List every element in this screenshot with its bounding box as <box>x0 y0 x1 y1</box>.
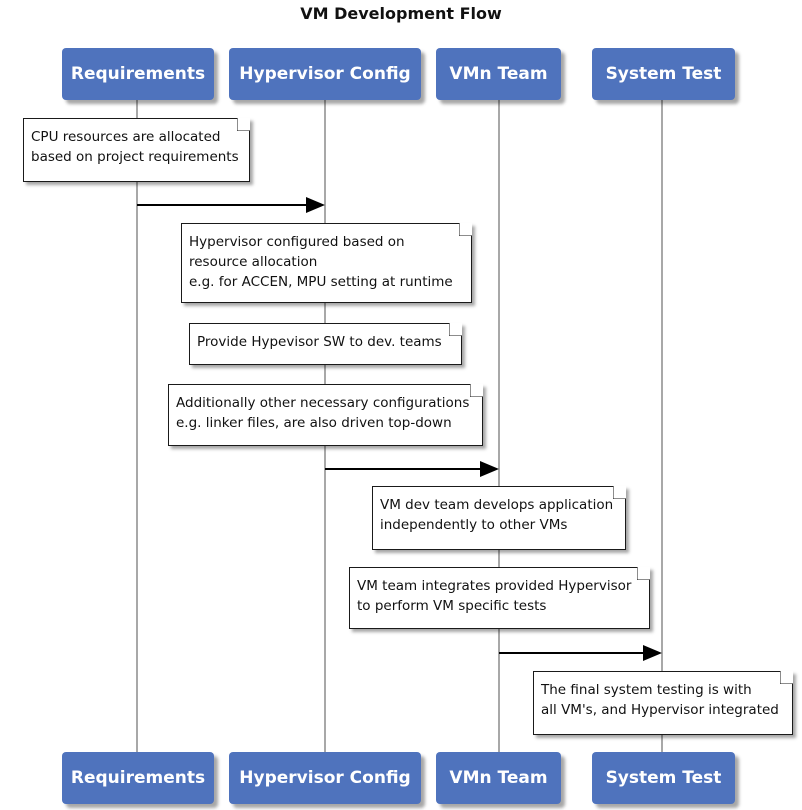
note-cpu-resources: CPU resources are allocated based on pro… <box>23 118 250 182</box>
note-line: to perform VM specific tests <box>357 598 547 614</box>
note-line: e.g. linker files, are also driven top-d… <box>176 415 452 431</box>
note-fold-icon <box>613 486 626 499</box>
note-line: based on project requirements <box>31 149 239 165</box>
note-vm-team-integrates: VM team integrates provided Hypervisor t… <box>349 567 650 629</box>
note-line: VM team integrates provided Hypervisor <box>357 578 632 594</box>
note-fold-icon <box>470 384 483 397</box>
message-requirements-to-hypervisor <box>137 197 325 213</box>
note-line: all VM's, and Hypervisor integrated <box>541 702 779 718</box>
note-final-system-testing: The final system testing is with all VM'… <box>533 671 793 735</box>
participant-system-test-top[interactable]: System Test <box>592 48 735 100</box>
note-line: e.g. for ACCEN, MPU setting at runtime <box>189 274 453 290</box>
lifeline-vmn-team <box>498 100 500 762</box>
participant-system-test-bottom[interactable]: System Test <box>592 752 735 804</box>
note-line: CPU resources are allocated <box>31 129 221 145</box>
note-vm-dev-team: VM dev team develops application indepen… <box>372 486 626 550</box>
participant-vmn-team-top[interactable]: VMn Team <box>436 48 561 100</box>
note-line: The final system testing is with <box>541 682 752 698</box>
note-line: Provide Hypevisor SW to dev. teams <box>197 334 442 350</box>
note-line: Hypervisor configured based on <box>189 234 405 250</box>
participant-hypervisor-config-top[interactable]: Hypervisor Config <box>229 48 421 100</box>
participant-vmn-team-bottom[interactable]: VMn Team <box>436 752 561 804</box>
diagram-title: VM Development Flow <box>300 4 502 23</box>
note-line: resource allocation <box>189 254 318 270</box>
note-fold-icon <box>459 223 472 236</box>
message-vmn-to-system-test <box>499 645 662 661</box>
note-fold-icon <box>449 323 462 336</box>
message-hypervisor-to-vmn <box>325 461 499 477</box>
note-provide-hypervisor: Provide Hypevisor SW to dev. teams <box>189 323 462 365</box>
note-hypervisor-configured: Hypervisor configured based on resource … <box>181 223 472 303</box>
note-line: independently to other VMs <box>380 517 568 533</box>
note-line: VM dev team develops application <box>380 497 614 513</box>
participant-requirements-bottom[interactable]: Requirements <box>62 752 214 804</box>
note-fold-icon <box>780 671 793 684</box>
note-fold-icon <box>637 567 650 580</box>
participant-hypervisor-config-bottom[interactable]: Hypervisor Config <box>229 752 421 804</box>
lifeline-requirements <box>136 100 138 762</box>
participant-requirements-top[interactable]: Requirements <box>62 48 214 100</box>
note-fold-icon <box>237 118 250 131</box>
note-line: Additionally other necessary configurati… <box>176 395 470 411</box>
note-additional-configurations: Additionally other necessary configurati… <box>168 384 483 446</box>
lifeline-system-test <box>661 100 663 762</box>
